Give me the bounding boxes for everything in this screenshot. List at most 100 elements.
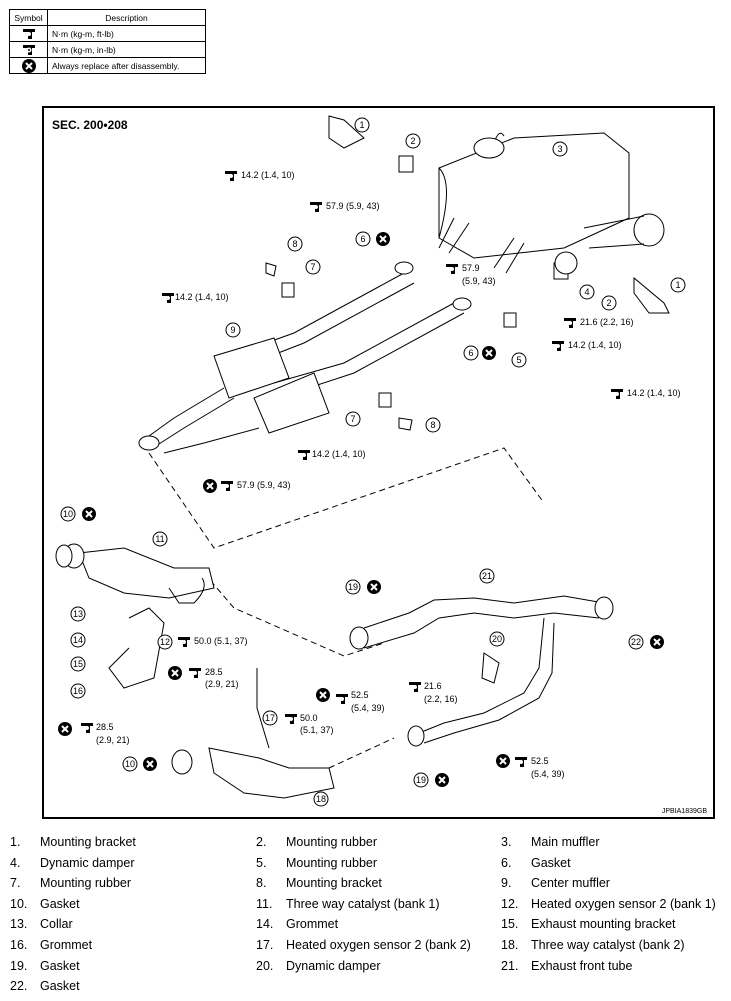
svg-text:5: 5 <box>516 355 521 365</box>
svg-text:11: 11 <box>155 534 164 544</box>
torque-label: 14.2 (1.4, 10) <box>241 170 295 180</box>
callout-1: 1 <box>354 117 370 133</box>
callout-22: 22 <box>628 634 644 650</box>
svg-text:19: 19 <box>416 775 426 785</box>
svg-text:14: 14 <box>73 635 83 645</box>
svg-text:3: 3 <box>557 144 562 154</box>
torque-label: 50.0 <box>300 713 318 723</box>
svg-text:13: 13 <box>73 609 83 619</box>
torque-label: 14.2 (1.4, 10) <box>568 340 622 350</box>
svg-text:19: 19 <box>348 582 358 592</box>
legend-item: 2.Mounting rubber <box>256 835 378 849</box>
legend-item: 8.Mounting bracket <box>256 876 382 890</box>
torque-label: 57.9 (5.9, 43) <box>237 480 291 490</box>
callout-19: 19 <box>345 579 361 595</box>
svg-text:17: 17 <box>265 713 275 723</box>
svg-text:1: 1 <box>675 280 680 290</box>
legend-item: 20.Dynamic damper <box>256 959 381 973</box>
torque-label: 50.0 (5.1, 37) <box>194 636 248 646</box>
svg-text:18: 18 <box>316 794 326 804</box>
torque-label: (5.1, 37) <box>300 725 334 735</box>
torque-label: 57.9 <box>462 263 480 273</box>
legend-item: 7.Mounting rubber <box>10 876 132 890</box>
svg-text:2: 2 <box>410 136 415 146</box>
exhaust-drawing: 1 2 3 1 2 4 5 6 6 7 7 8 8 9 10 10 11 12 … <box>55 115 686 807</box>
callout-15: 15 <box>70 656 86 672</box>
legend-item: 5.Mounting rubber <box>256 856 378 870</box>
svg-text:12: 12 <box>160 637 170 647</box>
legend-item: 16.Grommet <box>10 938 93 952</box>
legend-item: 3.Main muffler <box>501 835 600 849</box>
callout-6: 6 <box>355 231 371 247</box>
svg-text:8: 8 <box>292 239 297 249</box>
callout-21: 21 <box>479 568 495 584</box>
svg-text:2: 2 <box>606 298 611 308</box>
svg-text:7: 7 <box>310 262 315 272</box>
torque-label: 28.5 <box>96 722 114 732</box>
svg-text:22: 22 <box>631 637 641 647</box>
svg-text:4: 4 <box>584 287 589 297</box>
torque-label: 21.6 <box>424 681 442 691</box>
callout-4: 4 <box>579 284 595 300</box>
legend-item: 15.Exhaust mounting bracket <box>501 917 676 931</box>
callout-10: 10 <box>60 506 76 522</box>
svg-text:10: 10 <box>125 759 135 769</box>
legend-item: 14.Grommet <box>256 917 339 931</box>
legend-item: 4.Dynamic damper <box>10 856 135 870</box>
svg-text:7: 7 <box>350 414 355 424</box>
exhaust-system-diagram: SEC. 200•208 <box>42 106 715 819</box>
torque-wrench-icon <box>9 25 48 42</box>
svg-text:6: 6 <box>468 348 473 358</box>
callout-6b: 6 <box>463 345 479 361</box>
callout-7: 7 <box>305 259 321 275</box>
legend-item: 13.Collar <box>10 917 73 931</box>
figure-id: JPBIA1839GB <box>661 808 707 815</box>
callout-3: 3 <box>552 141 568 157</box>
legend-item: 19.Gasket <box>10 959 80 973</box>
svg-text:21: 21 <box>482 571 492 581</box>
svg-text:20: 20 <box>492 634 502 644</box>
svg-text:10: 10 <box>63 509 73 519</box>
torque-wrench-icon <box>81 171 623 767</box>
callout-2: 2 <box>405 133 421 149</box>
torque-label: 57.9 (5.9, 43) <box>326 201 380 211</box>
legend-item: 12.Heated oxygen sensor 2 (bank 1) <box>501 897 716 911</box>
symbol-header: Symbol <box>9 9 48 26</box>
callout-1b: 1 <box>670 277 686 293</box>
svg-text:8: 8 <box>430 420 435 430</box>
callout-18: 18 <box>313 791 329 807</box>
torque-label: 14.2 (1.4, 10) <box>627 388 681 398</box>
callout-11: 11 <box>152 531 168 547</box>
torque-label: 52.5 <box>351 690 369 700</box>
callout-9: 9 <box>225 322 241 338</box>
callout-20: 20 <box>489 631 505 647</box>
legend-item: 18.Three way catalyst (bank 2) <box>501 938 685 952</box>
description-header: Description <box>47 9 206 26</box>
callout-13: 13 <box>70 606 86 622</box>
svg-text:9: 9 <box>230 325 235 335</box>
legend-item: 6.Gasket <box>501 856 571 870</box>
symbol-description: N·m (kg-m, ft-lb) <box>47 25 206 42</box>
callout-8b: 8 <box>425 417 441 433</box>
legend-item: 21.Exhaust front tube <box>501 959 633 973</box>
torque-label: (2.9, 21) <box>96 735 130 745</box>
torque-label: 21.6 (2.2, 16) <box>580 317 634 327</box>
symbol-table: Symbol Description N·m (kg-m, ft-lb) N·m… <box>9 9 206 74</box>
torque-label: 14.2 (1.4, 10) <box>175 292 229 302</box>
callout-19b: 19 <box>413 772 429 788</box>
legend-item: 22.Gasket <box>10 979 80 993</box>
svg-text:6: 6 <box>360 234 365 244</box>
replace-x-icon <box>9 57 48 74</box>
torque-label: (5.4, 39) <box>351 703 385 713</box>
torque-label: 14.2 (1.4, 10) <box>312 449 366 459</box>
torque-label: (5.4, 39) <box>531 769 565 779</box>
torque-wrench-small-icon <box>9 41 48 58</box>
symbol-description: Always replace after disassembly. <box>47 57 206 74</box>
callout-5: 5 <box>511 352 527 368</box>
legend-item: 1.Mounting bracket <box>10 835 136 849</box>
symbol-description: N·m (kg-m, in-lb) <box>47 41 206 58</box>
torque-label: 52.5 <box>531 756 549 766</box>
callout-2b: 2 <box>601 295 617 311</box>
callout-17: 17 <box>262 710 278 726</box>
section-label: SEC. 200•208 <box>52 118 128 132</box>
